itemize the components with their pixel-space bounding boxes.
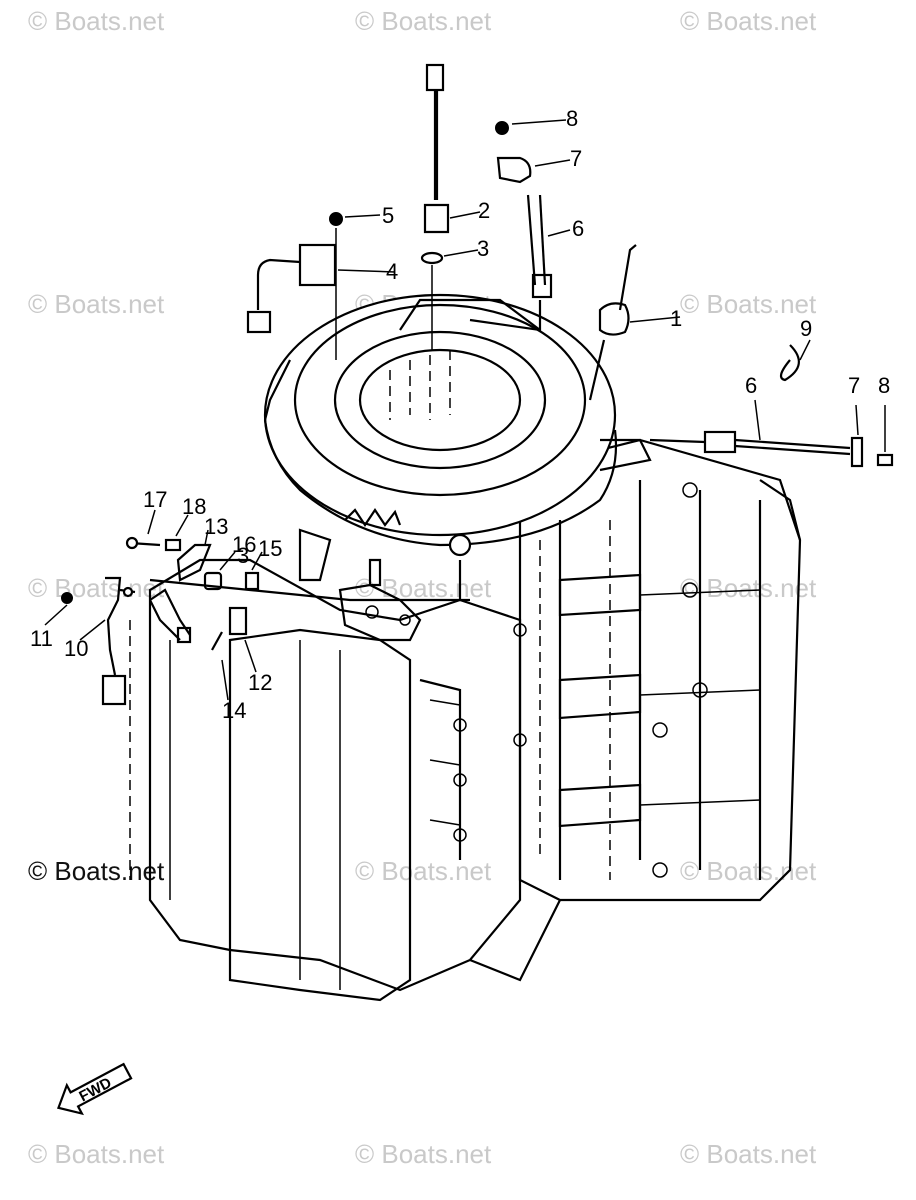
part-13-bracket: 13 (149, 514, 228, 644)
callout-2: 2 (478, 198, 490, 223)
callout-5: 5 (382, 203, 394, 228)
part-15-16-bushing: 16 3 15 (203, 532, 282, 591)
callout-18: 18 (182, 494, 206, 519)
watermark: © Boats.net (355, 6, 492, 36)
part-6-sensor-right: 9 6 7 8 (649, 316, 894, 468)
watermark: © Boats.net (28, 6, 165, 36)
callout-3: 3 (477, 236, 489, 261)
callout-9: 9 (800, 316, 812, 341)
callout-1: 1 (670, 306, 682, 331)
intake-housing (129, 558, 561, 1002)
part-1-plug: 1 (588, 244, 682, 401)
callout-11: 11 (30, 626, 53, 651)
linkage-bracket (149, 528, 470, 642)
callout-16: 16 (232, 532, 256, 557)
watermark: © Boats.net (680, 573, 817, 603)
callout-10: 10 (64, 636, 88, 661)
watermark: © Boats.net (28, 573, 165, 603)
callout-6-upper: 6 (572, 216, 584, 241)
watermark: © Boats.net (680, 1139, 817, 1169)
part-12-clip: 12 14 (211, 606, 272, 723)
watermark: © Boats.net (28, 1139, 165, 1169)
engine-block (513, 438, 802, 902)
watermark: © Boats.net (355, 856, 492, 886)
part-4-relay: 4 5 (246, 203, 398, 360)
callout-14: 14 (222, 698, 246, 723)
callout-15: 15 (258, 536, 282, 561)
watermark: © Boats.net (680, 856, 817, 886)
flywheel-cover (263, 293, 652, 557)
part-17-18-bolt: 17 18 (125, 487, 206, 552)
callout-4: 4 (386, 259, 398, 284)
fwd-arrow-icon: FWD (56, 1062, 133, 1116)
callout-17: 17 (143, 487, 167, 512)
callout-3-lower: 3 (237, 543, 249, 568)
watermark: © Boats.net (28, 289, 165, 319)
callout-8-right: 8 (878, 373, 890, 398)
callout-7-right: 7 (848, 373, 860, 398)
watermark: © Boats.net (355, 1139, 492, 1169)
callout-12: 12 (248, 670, 272, 695)
watermark: © Boats.net (28, 856, 165, 886)
callout-8-upper: 8 (566, 106, 578, 131)
callout-13: 13 (204, 514, 228, 539)
watermark: © Boats.net (680, 289, 817, 319)
part-10-switch: 10 11 (30, 576, 136, 706)
callout-7-upper: 7 (570, 146, 582, 171)
part-2-sensor: 2 3 (420, 63, 490, 350)
watermark: © Boats.net (680, 6, 817, 36)
part-6-sensor-upper: 8 7 6 (469, 106, 584, 332)
callout-6-right: 6 (745, 373, 757, 398)
